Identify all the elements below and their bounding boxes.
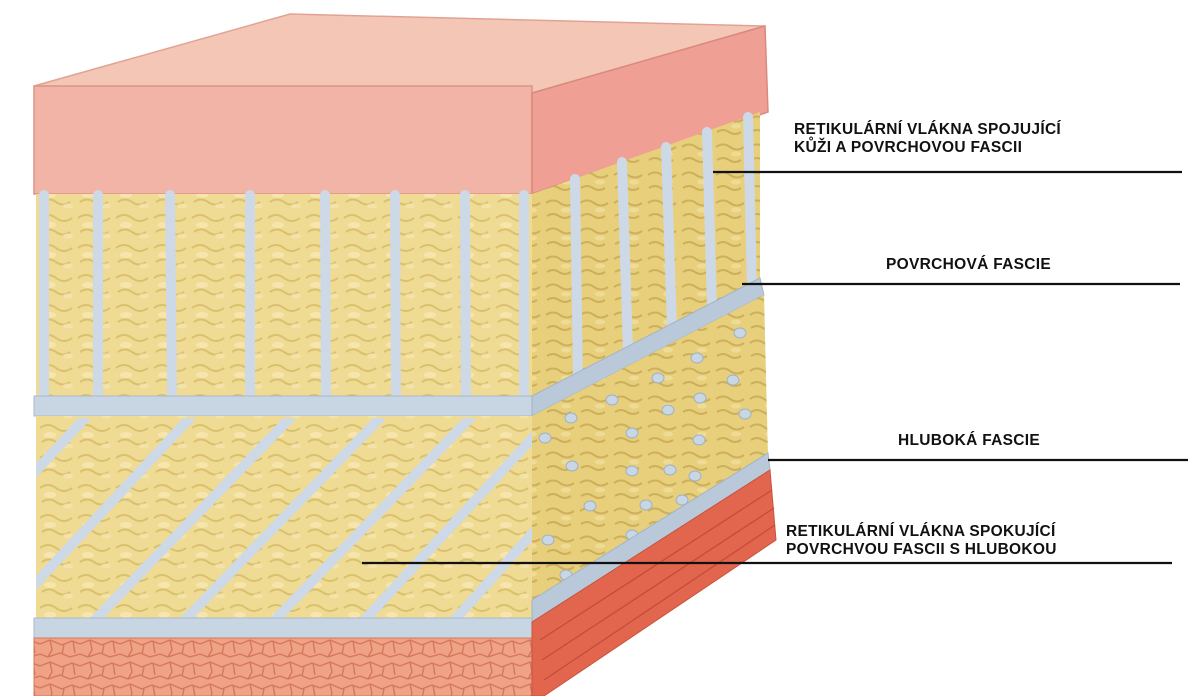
upper-fat-front xyxy=(36,194,532,404)
label-reticular-fibers-skin: RETIKULÁRNÍ VLÁKNA SPOJUJÍCÍ KŮŽI A POVR… xyxy=(794,121,1061,157)
label-reticular-fibers-skin-line1: RETIKULÁRNÍ VLÁKNA SPOJUJÍCÍ xyxy=(794,121,1061,139)
superficial-fascia-front xyxy=(34,396,532,416)
label-deep-fascia-text: HLUBOKÁ FASCIE xyxy=(898,432,1040,450)
label-superficial-fascia-text: POVRCHOVÁ FASCIE xyxy=(886,256,1051,274)
label-reticular-fibers-deep-line2: POVRCHVOU FASCII S HLUBOKOU xyxy=(786,541,1057,559)
label-reticular-fibers-skin-line2: KŮŽI A POVRCHOVOU FASCII xyxy=(794,139,1061,157)
label-deep-fascia: HLUBOKÁ FASCIE xyxy=(898,432,1040,450)
deep-fascia-front xyxy=(34,618,532,638)
skin-front-surface xyxy=(34,86,532,194)
muscle-front xyxy=(34,638,544,696)
label-reticular-fibers-deep: RETIKULÁRNÍ VLÁKNA SPOKUJÍCÍ POVRCHVOU F… xyxy=(786,523,1057,559)
label-reticular-fibers-deep-line1: RETIKULÁRNÍ VLÁKNA SPOKUJÍCÍ xyxy=(786,523,1057,541)
label-superficial-fascia: POVRCHOVÁ FASCIE xyxy=(886,256,1051,274)
